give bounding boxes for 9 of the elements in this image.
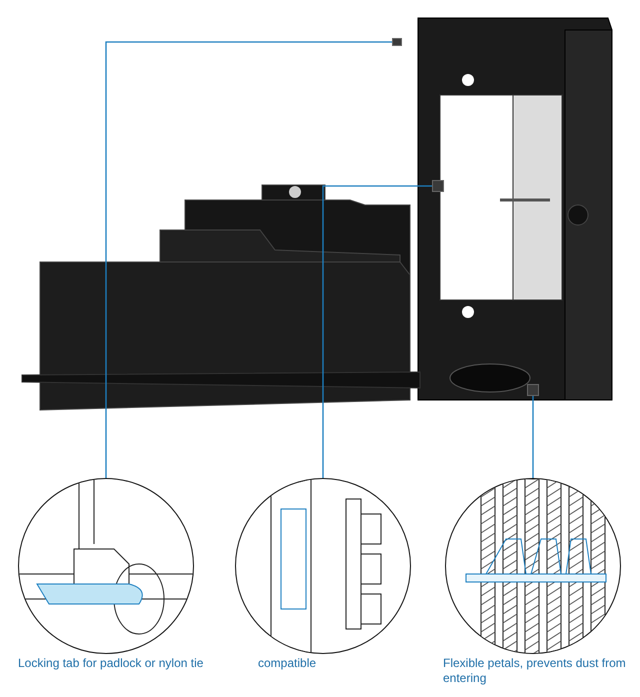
enclosure-part	[392, 38, 402, 46]
enclosure-part	[527, 384, 539, 396]
node-label: Flexible petals, prevents dust from entering	[443, 656, 627, 686]
node-label: compatible	[258, 656, 318, 671]
enclosure-part	[432, 180, 444, 192]
leader-line	[532, 396, 534, 478]
leader-line	[322, 185, 432, 478]
node-label: Locking tab for padlock or nylon tie	[18, 656, 204, 671]
leader-line	[105, 41, 392, 478]
